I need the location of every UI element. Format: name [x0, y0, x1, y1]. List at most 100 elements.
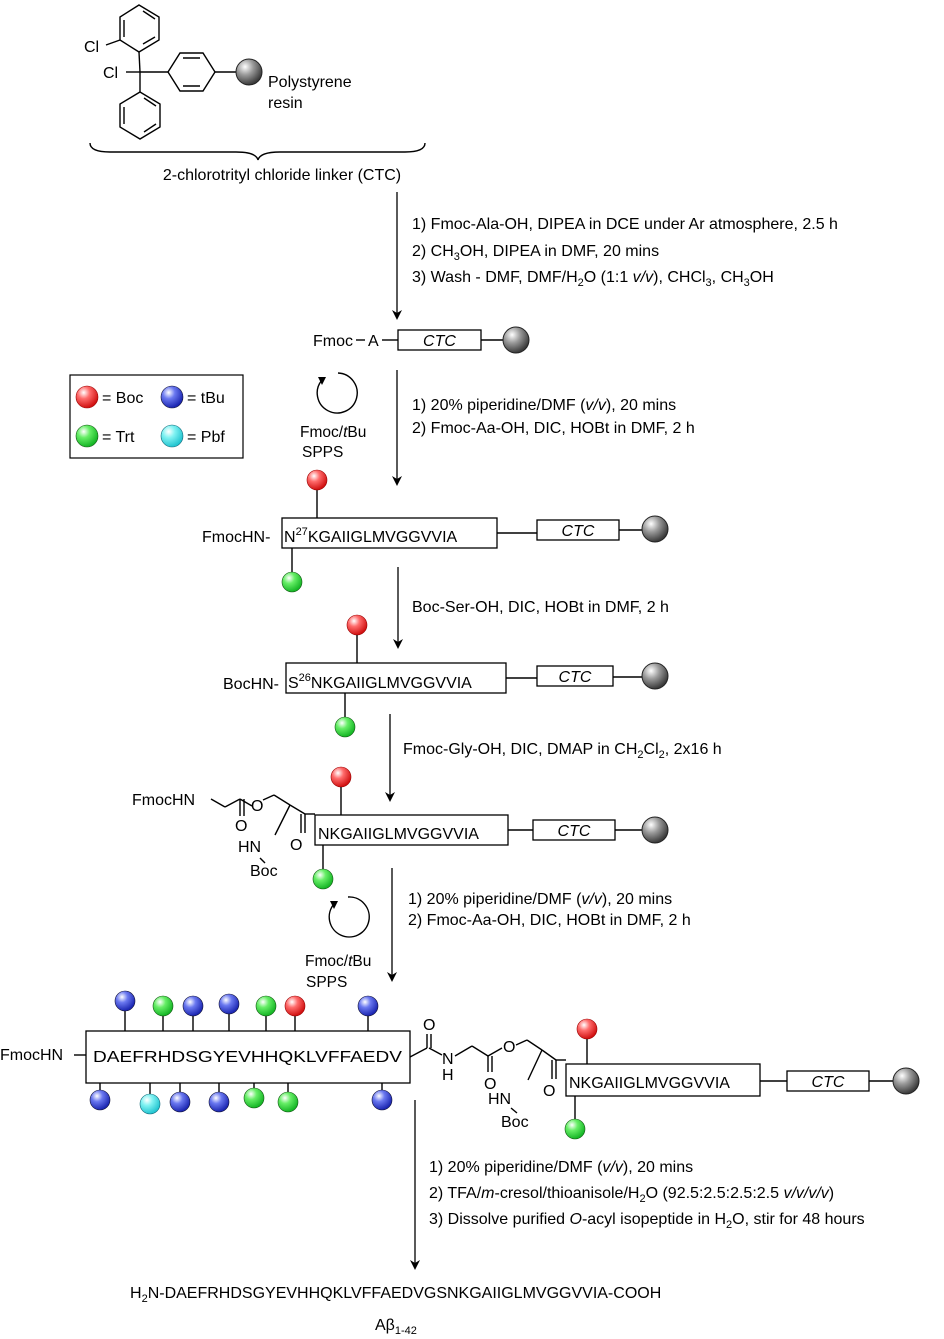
step3-conditions: Boc-Ser-OH, DIC, HOBt in DMF, 2 h [412, 599, 669, 616]
ctc-box-label: CTC [558, 823, 591, 840]
legend-trt: = Trt [102, 429, 135, 446]
product-sequence: H2N-DAEFRHDSGYEVHHQKLVFFAEDVGSNKGAIIGLMV… [130, 1285, 661, 1305]
legend-tbu: = tBu [187, 390, 225, 407]
chloro-substituent: Cl [84, 39, 99, 56]
step4-conditions: Fmoc-Gly-OH, DIC, DMAP in CH2Cl2, 2x16 h [403, 741, 722, 761]
carbonyl-oxygen: O [235, 818, 247, 835]
step6-conditions: 1) 20% piperidine/DMF (v/v), 20 mins 2) … [429, 1159, 865, 1231]
step6-line2: 2) TFA/m-cresol/thioanisole/H2O (92.5:2.… [429, 1185, 834, 1205]
step5-line2: 2) Fmoc-Aa-OH, DIC, HOBt in DMF, 2 h [408, 912, 691, 929]
tbu-sphere-icon [208, 1091, 230, 1113]
cycle-label-2: SPPS [306, 974, 347, 991]
trt-sphere-icon [277, 1091, 299, 1113]
resin-bead [235, 58, 263, 86]
amide-h: H [442, 1067, 454, 1084]
step6-line3: 3) Dissolve purified O-acyl isopeptide i… [429, 1211, 865, 1231]
step2-line2: 2) Fmoc-Aa-OH, DIC, HOBt in DMF, 2 h [412, 420, 695, 437]
boc-label: Boc [501, 1114, 529, 1131]
legend-boc: = Boc [102, 390, 143, 407]
final-product: H2N-DAEFRHDSGYEVHHQKLVFFAEDVGSNKGAIIGLMV… [130, 1285, 661, 1337]
boc-sphere-icon [306, 469, 328, 491]
peptide-sequence: S26NKGAIIGLMVGGVVIA [288, 672, 472, 692]
ester-oxygen: O [503, 1039, 515, 1056]
intermediate-o-acyl-isopeptide: FmocHN O O HN Boc O NKGAIIGLMVGGVVIA CTC [132, 766, 669, 890]
ctc-resin-structure: Cl Cl Polystyrene resin 2-chlorotrityl c… [84, 4, 426, 184]
step6-line1: 1) 20% piperidine/DMF (v/v), 20 mins [429, 1159, 693, 1176]
intermediate-fmoc-ala-resin: Fmoc A CTC [313, 326, 530, 354]
amide-oxygen: O [543, 1083, 555, 1100]
peptide-sequence-25-42: NKGAIIGLMVGGVVIA [569, 1075, 730, 1092]
trt-sphere-icon [75, 424, 99, 448]
cycle-arrow-icon [328, 896, 370, 938]
tbu-sphere-icon [160, 385, 184, 409]
fmochn-label: FmocHN [0, 1047, 63, 1064]
ala-residue: A [368, 333, 379, 350]
trt-sphere-icon [564, 1118, 586, 1140]
pbf-sphere-icon [160, 424, 184, 448]
resin-bead [641, 662, 669, 690]
step1-conditions: 1) Fmoc-Ala-OH, DIPEA in DCE under Ar at… [412, 216, 838, 289]
step2-line1: 1) 20% piperidine/DMF (v/v), 20 mins [412, 397, 676, 414]
peptide-sequence-1-24: DAEFRHDSGYEVHHQKLVFFAEDV [93, 1049, 402, 1066]
resin-bead [641, 515, 669, 543]
boc-sphere-icon [576, 1018, 598, 1040]
linker-label: 2-chlorotrityl chloride linker (CTC) [163, 167, 401, 184]
trt-sphere-icon [281, 571, 303, 593]
tbu-sphere-icon [218, 993, 240, 1015]
tbu-sphere-icon [169, 1091, 191, 1113]
amide-nh: HN [488, 1091, 511, 1108]
intermediate-boc-s26-peptide: BocHN- S26NKGAIIGLMVGGVVIA CTC [223, 614, 669, 738]
resin-label-line2: resin [268, 95, 303, 112]
step1-line2: 2) CH3OH, DIPEA in DMF, 20 mins [412, 243, 659, 263]
amide-n: N [442, 1051, 454, 1068]
boc-sphere-icon [284, 995, 306, 1017]
intermediate-protected-isopeptide: FmocHN DAEFRHDSGYEVHHQKLVFFAEDV O N H [0, 990, 920, 1140]
ctc-box-label: CTC [423, 333, 456, 350]
amide-nh: HN [238, 839, 261, 856]
trt-sphere-icon [152, 995, 174, 1017]
intermediate-fmoc-n27-peptide: FmocHN- N27KGAIIGLMVGGVVIA CTC [202, 469, 669, 593]
ester-oxygen: O [251, 798, 263, 815]
spps-cycle-2: Fmoc/tBu SPPS [305, 896, 371, 991]
tbu-sphere-icon [89, 1089, 111, 1111]
boc-sphere-icon [75, 385, 99, 409]
boc-sphere-icon [330, 766, 352, 788]
boc-label: Boc [250, 863, 278, 880]
step1-line3: 3) Wash - DMF, DMF/H2O (1:1 v/v), CHCl3,… [412, 269, 774, 289]
cycle-label-1: Fmoc/tBu [300, 424, 366, 441]
fmochn-label: FmocHN- [202, 529, 270, 546]
resin-bead [892, 1067, 920, 1095]
product-name: Aβ1-42 [375, 1317, 417, 1337]
tbu-sphere-icon [182, 995, 204, 1017]
boc-sphere-icon [346, 614, 368, 636]
ctc-box-label: CTC [812, 1074, 845, 1091]
trt-sphere-icon [255, 995, 277, 1017]
step5-line1: 1) 20% piperidine/DMF (v/v), 20 mins [408, 891, 672, 908]
trt-sphere-icon [312, 868, 334, 890]
legend-pbf: = Pbf [187, 429, 225, 446]
ctc-box-label: CTC [559, 669, 592, 686]
tbu-sphere-icon [371, 1089, 393, 1111]
protecting-group-legend: = Boc = tBu = Trt = Pbf [69, 374, 244, 459]
trt-sphere-icon [334, 716, 356, 738]
pbf-sphere-icon [139, 1093, 161, 1115]
ctc-box-label: CTC [562, 523, 595, 540]
step2-conditions: 1) 20% piperidine/DMF (v/v), 20 mins 2) … [412, 397, 695, 437]
step5-conditions: 1) 20% piperidine/DMF (v/v), 20 mins 2) … [408, 891, 691, 929]
spps-cycle-1: Fmoc/tBu SPPS [300, 372, 366, 461]
bochn-label: BocHN- [223, 676, 279, 693]
resin-label-line1: Polystyrene [268, 74, 352, 91]
amide-oxygen: O [423, 1017, 435, 1034]
tbu-sphere-icon [114, 990, 136, 1012]
step1-line1: 1) Fmoc-Ala-OH, DIPEA in DCE under Ar at… [412, 216, 838, 233]
tbu-sphere-icon [357, 995, 379, 1017]
resin-bead [502, 326, 530, 354]
fmochn-label: FmocHN [132, 792, 195, 809]
carbonyl-oxygen: O [484, 1076, 496, 1093]
peptide-sequence: N27KGAIIGLMVGGVVIA [284, 526, 458, 546]
amide-oxygen: O [290, 837, 302, 854]
trt-sphere-icon [243, 1087, 265, 1109]
peptide-sequence: NKGAIIGLMVGGVVIA [318, 826, 479, 843]
cycle-arrow-icon [316, 372, 358, 414]
